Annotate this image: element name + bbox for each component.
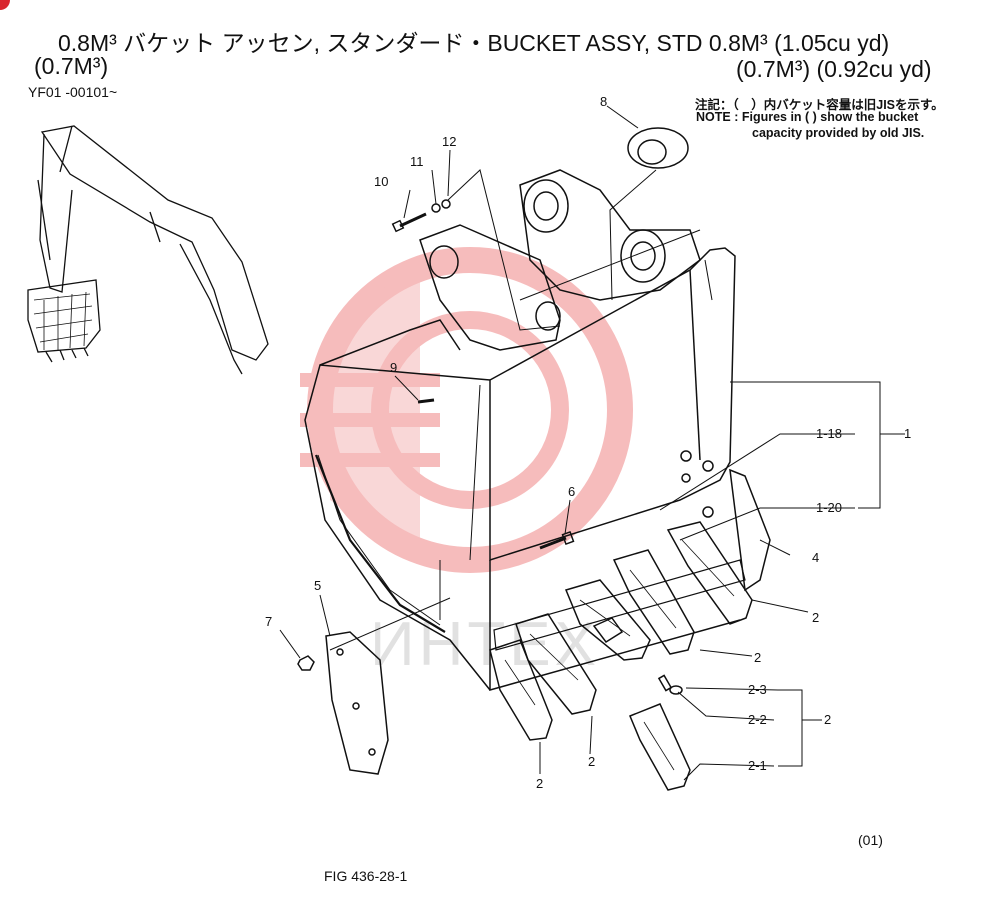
callout-4: 4 [812, 550, 819, 565]
note-japanese: 注記：（ ）内バケット容量は旧JISを示す。 [695, 98, 944, 112]
title-line-2-left: (0.7M³) [34, 53, 109, 79]
corner-marker [0, 0, 10, 10]
note-english-line-1: NOTE : Figures in ( ) show the bucket [696, 110, 919, 124]
callout-1: 1 [904, 426, 911, 441]
callout-2-3: 2-3 [748, 682, 767, 697]
callout-9: 9 [390, 360, 397, 375]
callout-8: 8 [600, 94, 607, 109]
title-line-1: 0.8M³ バケット アッセン, スタンダード・BUCKET ASSY, STD… [58, 30, 890, 56]
figure-number: FIG 436-28-1 [324, 868, 408, 884]
callout-2-b: 2 [588, 754, 595, 769]
callout-1-20: 1-20 [816, 500, 842, 515]
callout-10: 10 [374, 174, 388, 189]
watermark-text: ИНТЕХ [370, 610, 600, 679]
excavator-thumbnail [27, 125, 269, 375]
callout-2-2: 2-2 [748, 712, 767, 727]
callout-6: 6 [568, 484, 575, 499]
callout-5: 5 [314, 578, 321, 593]
callout-2-e: 2 [812, 610, 819, 625]
callout-2-d: 2 [754, 650, 761, 665]
callout-12: 12 [442, 134, 456, 149]
note-english-line-2: capacity provided by old JIS. [752, 126, 925, 140]
callout-2-c: 2 [824, 712, 831, 727]
callout-2-1: 2-1 [748, 758, 767, 773]
page-code: (01) [858, 832, 883, 848]
bucket-assembly [297, 127, 771, 791]
serial-range: YF01 -00101~ [28, 84, 118, 100]
watermark-logo [300, 247, 633, 573]
callout-11: 11 [410, 154, 424, 169]
title-line-2-right: (0.7M³) (0.92cu yd) [736, 56, 932, 82]
callout-7: 7 [265, 614, 272, 629]
callout-2-a: 2 [536, 776, 543, 791]
callout-1-18: 1-18 [816, 426, 842, 441]
leader-lines [279, 105, 905, 781]
